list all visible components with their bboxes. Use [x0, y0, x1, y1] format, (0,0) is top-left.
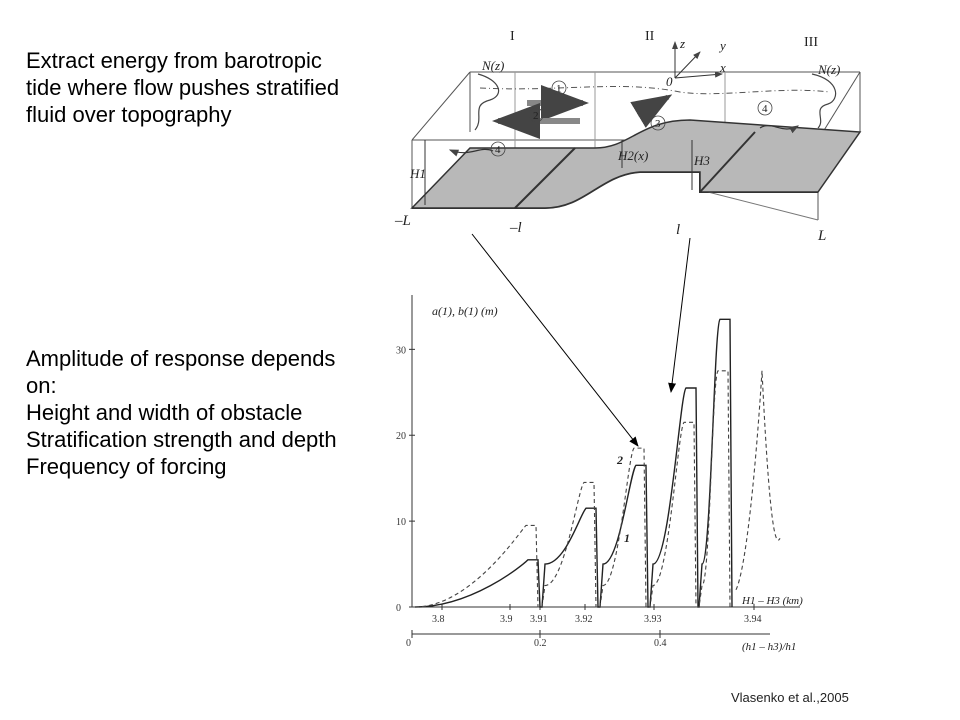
text-line: Frequency of forcing	[26, 454, 227, 479]
circled-number-4-right: 4	[762, 103, 768, 115]
depth-label-h2: H2(x)	[617, 148, 648, 163]
y-tick-label: 20	[396, 431, 406, 442]
depth-label-h1: H1	[409, 166, 426, 181]
circled-number-4-left: 4	[495, 144, 501, 156]
x-tick-label-bottom: 0	[406, 638, 411, 649]
bottom-topography	[410, 119, 862, 209]
section-label-1: I	[510, 29, 515, 44]
circle-marker	[757, 100, 773, 116]
series-line-solid	[414, 318, 733, 608]
y-axis-label: a(1), b(1) (m)	[432, 304, 498, 318]
circle-marker	[650, 115, 666, 131]
axis-label-z: z	[679, 36, 685, 51]
section-label-3: III	[804, 35, 818, 50]
text-line: Extract energy from barotropic	[26, 48, 322, 73]
x-tick-label-bottom: 0.4	[654, 638, 667, 649]
bottom-label-minus-L: –L	[394, 213, 411, 229]
x-tick-label-top: 3.92	[575, 614, 593, 625]
circle-marker	[490, 141, 506, 157]
series-label-1: 1	[624, 531, 630, 545]
text-line: fluid over topography	[26, 102, 232, 127]
text-line: tide where flow pushes stratified	[26, 75, 340, 100]
section-label-2: II	[645, 29, 655, 44]
text-line: on:	[26, 373, 57, 398]
x-axis-label-bottom: (h1 – h3)/h1	[742, 641, 796, 653]
stratification-profile-left	[474, 73, 500, 131]
axis-label-origin: 0	[666, 74, 673, 89]
stratification-profile-right	[811, 73, 837, 129]
depth-markers	[424, 140, 693, 205]
x-tick-label-top: 3.8	[432, 614, 445, 625]
text-line: Height and width of obstacle	[26, 400, 303, 425]
x-tick-label-top: 3.91	[530, 614, 548, 625]
y-tick-label: 30	[396, 345, 406, 356]
profile-label-right: N(z)	[817, 62, 840, 77]
citation: Vlasenko et al.,2005	[731, 690, 849, 705]
circle-marker	[528, 107, 544, 123]
text-line: Stratification strength and depth	[26, 427, 337, 452]
x-axis-label-top: H1 – H3 (km)	[741, 595, 803, 607]
text-line: Amplitude of response depends	[26, 346, 336, 371]
depth-label-h3: H3	[693, 153, 710, 168]
axis-label-y: y	[718, 38, 726, 53]
description-amplitude-factors: Amplitude of response depends on: Height…	[26, 345, 406, 480]
x-tick-label-bottom: 0.2	[534, 638, 547, 649]
free-surface-line	[479, 86, 831, 95]
connector-arrow-left	[471, 233, 639, 447]
connector-arrow-right	[668, 237, 691, 393]
circle-marker	[551, 80, 567, 96]
series-line-dashed	[735, 370, 781, 591]
axis-label-x: x	[719, 60, 726, 75]
y-tick-label: 0	[396, 603, 401, 614]
description-energy-extraction: Extract energy from barotropic tide wher…	[26, 47, 406, 128]
x-tick-label-top: 3.93	[644, 614, 662, 625]
circled-number-3: 3	[655, 118, 661, 130]
coordinate-axes	[672, 41, 723, 79]
bottom-label-minus-l: –l	[509, 220, 522, 236]
series-line-dashed	[414, 370, 731, 608]
y-tick-label: 10	[396, 517, 406, 528]
bottom-label-l: l	[676, 222, 680, 238]
bottom-label-L: L	[817, 228, 826, 244]
circled-number-1: 1	[556, 83, 562, 95]
profile-label-left: N(z)	[481, 58, 504, 73]
x-tick-label-top: 3.94	[744, 614, 762, 625]
circled-number-2: 2	[533, 110, 539, 122]
series-label-2: 2	[616, 453, 623, 467]
x-tick-label-top: 3.9	[500, 614, 513, 625]
